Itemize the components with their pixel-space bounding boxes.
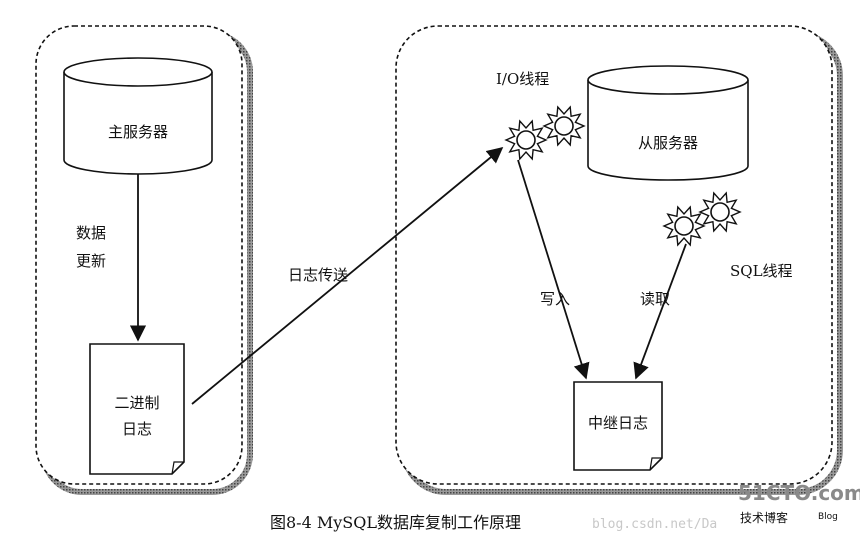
figure-caption: 图8-4 MySQL数据库复制工作原理 (270, 513, 521, 532)
master-server-label: 主服务器 (108, 123, 168, 141)
gear-hub (516, 130, 536, 150)
binary-log-document: 二进制 日志 (89, 343, 185, 475)
site-logo-text: 51CTO.com (738, 481, 860, 505)
site-logo-blog: Blog (818, 512, 838, 522)
gear-hub (674, 216, 694, 236)
slave-server-label: 从服务器 (638, 134, 698, 152)
log-transfer-arrow (191, 146, 504, 405)
write-label: 写入 (540, 290, 570, 308)
master-server-cylinder: 主服务器 (63, 57, 213, 175)
gear-hub (710, 202, 730, 222)
read-arrow (633, 243, 687, 380)
data-update-label-line1: 数据 (76, 224, 106, 242)
binary-log-label-line2: 日志 (122, 420, 152, 438)
relay-log-label: 中继日志 (588, 414, 648, 432)
sql-thread-gear-icon (662, 205, 706, 247)
gear-hub (554, 116, 574, 136)
data-update-label-line2: 更新 (76, 252, 106, 270)
io-thread-gear-icon (504, 119, 548, 161)
binary-log-label-line1: 二进制 (114, 394, 159, 412)
slave-server-cylinder: 从服务器 (587, 65, 749, 181)
log-transfer-label: 日志传送 (288, 266, 348, 284)
sql-thread-label: SQL线程 (730, 262, 793, 280)
io-thread-gear-icon (542, 105, 586, 147)
sql-thread-gear-icon (698, 191, 742, 233)
site-logo-subtitle: 技术博客 (740, 510, 788, 525)
read-label: 读取 (640, 290, 670, 308)
io-thread-label: I/O线程 (496, 70, 549, 88)
relay-log-document: 中继日志 (573, 381, 663, 471)
url-watermark: blog.csdn.net/Da (592, 517, 717, 532)
site-logo-watermark: 51CTO.com 技术博客 Blog (738, 481, 860, 525)
write-arrow (517, 159, 590, 380)
